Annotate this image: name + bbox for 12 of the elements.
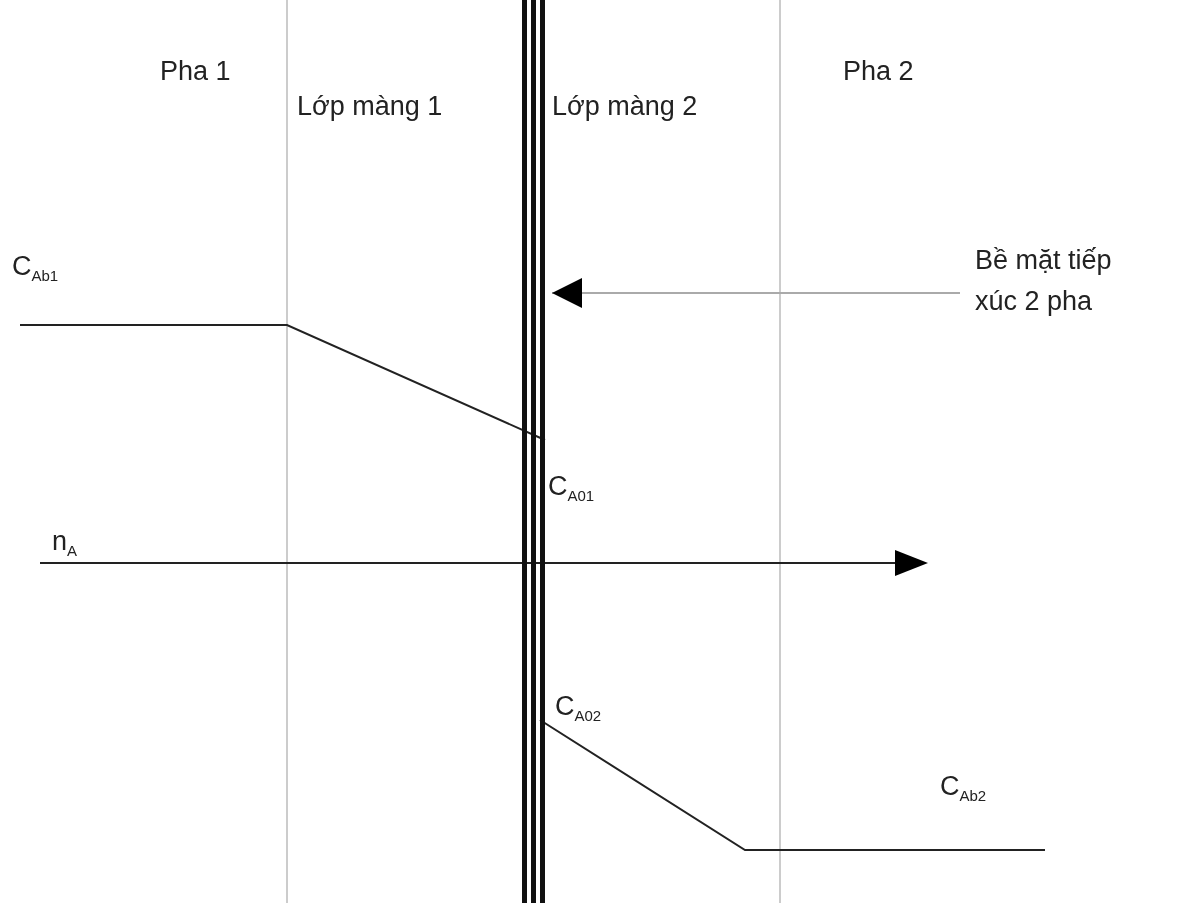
film-label: Lớp màng 1 [297, 90, 443, 123]
concentration-label: C$_{Ab1}$ [12, 250, 59, 286]
leader-arrow [551, 278, 961, 308]
callout-text: Bề mặt tiếp xúc 2 pha [975, 240, 1150, 321]
film-label: Lớp màng 2 [552, 90, 698, 123]
flux-label: n$_{A}$ [52, 525, 78, 561]
concentration-label: C$_{A01}$ [548, 470, 595, 506]
interface-line [522, 0, 545, 903]
phase-label: Pha 1 [160, 55, 231, 88]
concentration-label: C$_{Ab2}$ [940, 770, 987, 806]
concentration-label: C$_{A02}$ [555, 690, 602, 726]
phase-label: Pha 2 [843, 55, 914, 88]
